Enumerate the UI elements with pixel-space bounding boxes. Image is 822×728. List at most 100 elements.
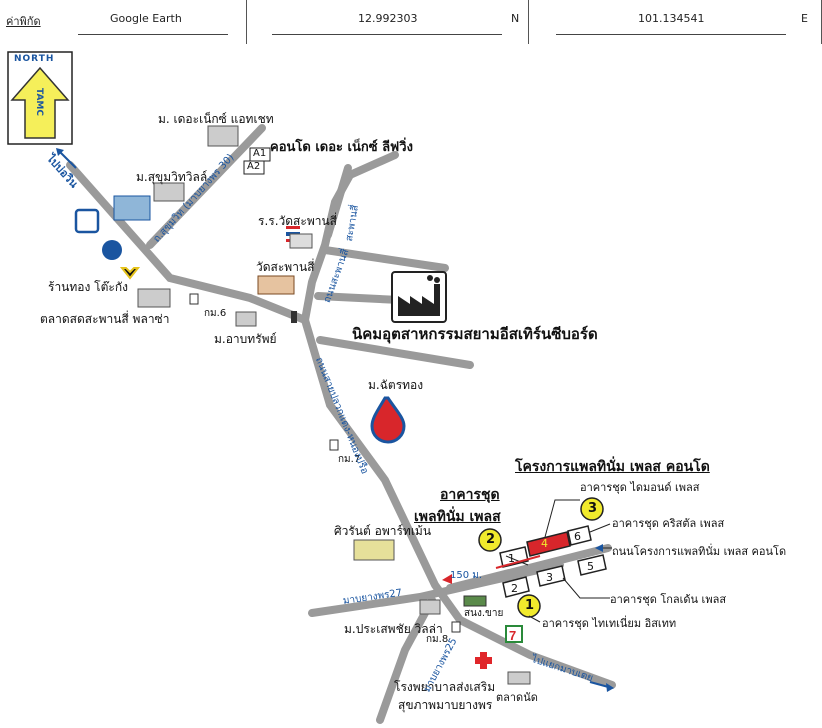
marker-3	[580, 497, 604, 521]
lat-dir: N	[511, 12, 520, 25]
label-gold-shop: ร้านทอง โต๊ะกัง	[48, 280, 128, 294]
road-east-2	[314, 292, 404, 304]
leader-platinum	[505, 555, 529, 566]
lon-value: 101.134541	[638, 12, 705, 25]
leader-golden	[562, 577, 610, 599]
leader-titanium	[528, 615, 541, 623]
building-2-number: 2	[511, 582, 518, 595]
house-sukhumvit-ville-icon	[153, 182, 185, 202]
house-next-attached-icon	[207, 125, 239, 147]
road-saphan-si-branch	[324, 164, 352, 239]
label-distance: 150 ม.	[450, 570, 483, 581]
label-project-title: โครงการแพลทินั่ม เพลส คอนโด	[515, 459, 710, 475]
traffic-light-icon	[291, 311, 297, 323]
label-temple: วัดสะพานสี่	[256, 260, 315, 274]
label-golden: อาคารชุด โกลเด้น เพลส	[610, 593, 727, 606]
marker-3-number: 3	[588, 501, 598, 516]
label-hospital-2: สุขภาพมาบยางพร	[398, 698, 493, 712]
label-km7: กม.7	[338, 454, 361, 465]
km7-post-icon	[329, 439, 339, 451]
label-chatthong: ม.ฉัตรทอง	[368, 378, 424, 392]
bank-2-icon	[102, 240, 122, 260]
marker-1-number: 1	[525, 598, 535, 613]
map-icons: 7	[74, 125, 531, 685]
gold-shop-icon	[119, 267, 141, 280]
lat-underline	[272, 34, 502, 35]
tamc-label: TAMC	[34, 88, 44, 116]
temple-icon	[257, 275, 295, 295]
label-crystal: อาคารชุด คริสตัล เพลส	[612, 517, 725, 530]
lon-dir: E	[801, 12, 808, 25]
apartment-icon	[113, 195, 151, 221]
svg-text:7: 7	[509, 628, 516, 643]
hospital-icon	[473, 650, 493, 670]
distance-arrow	[495, 555, 541, 569]
market-icon	[137, 288, 171, 308]
header-cell-source	[0, 0, 247, 44]
road-network	[66, 124, 616, 724]
lat-value: 12.992303	[358, 12, 418, 25]
label-titanium: อาคารชุด ไทเทเนี่ยม อิสเทท	[542, 617, 677, 630]
source-underline	[78, 34, 228, 35]
a1-label: A1	[253, 148, 267, 159]
building-2	[502, 576, 530, 598]
road-soi-next	[146, 124, 266, 249]
marker-2-number: 2	[486, 532, 496, 547]
bank-icon	[74, 208, 100, 234]
building-5-number: 5	[587, 560, 594, 573]
road-sukhumvit	[66, 161, 309, 324]
road-main	[301, 316, 616, 689]
project-road-arrowhead	[595, 544, 603, 552]
building-6-number: 6	[574, 530, 581, 543]
distance-arrowhead	[442, 574, 452, 584]
label-school: ร.ร.วัดสะพานสี่	[258, 214, 337, 228]
label-condo-next-living: คอนโด เดอะ เน็กซ์ ลีฟวิ่ง	[270, 140, 413, 155]
marker-group	[478, 497, 604, 618]
siwarin-building-icon	[353, 539, 395, 561]
building-4	[526, 531, 571, 557]
road-industrial	[316, 336, 474, 369]
building-6	[567, 525, 592, 546]
coord-label: ค่าพิกัด	[6, 15, 41, 28]
label-sukhumvit-ville: ม.สุขุมวิทวิลล์	[136, 170, 208, 184]
office-icon	[463, 595, 487, 607]
marker-1	[517, 594, 541, 618]
label-platinum-1: อาคารชุด	[440, 487, 500, 503]
leader-lines	[505, 499, 612, 623]
arrowhead-bowin	[56, 148, 64, 156]
road-mabyangporn25	[376, 596, 436, 724]
leader-diamond	[544, 499, 580, 538]
house-arbsap-icon	[235, 311, 257, 327]
label-next-attached: ม. เดอะเน็กซ์ แอทเชท	[158, 112, 274, 126]
convenience-store-icon: 7	[505, 625, 523, 643]
fuel-station-icon	[370, 396, 406, 444]
label-hospital-1: โรงพยาบาลส่งเสริม	[394, 680, 496, 694]
km8-post-icon	[451, 621, 461, 633]
label-prasertchai: ม.ประเสพชัย วิลล่า	[344, 622, 443, 636]
north-label: NORTH	[14, 54, 55, 64]
coord-source: Google Earth	[110, 12, 182, 25]
factory-icon	[391, 271, 447, 323]
label-project-road: ถนนโครงการแพลทินั่ม เพลส คอนโด	[612, 545, 787, 558]
label-market: ตลาดสดสะพานสี่ พลาซ่า	[40, 312, 170, 326]
label-platinum-2: เพลทินั่ม เพลส	[414, 509, 501, 525]
lon-underline	[556, 34, 786, 35]
building-1-number: 1	[508, 552, 515, 565]
school-icon	[289, 233, 313, 249]
building-4-number: 4	[541, 537, 548, 550]
road-project	[446, 544, 612, 592]
label-tessaban-office: สนง.ขาย	[464, 608, 504, 619]
label-km8: กม.8	[426, 634, 449, 645]
leader-crystal	[589, 523, 611, 533]
coordinate-header: ค่าพิกัด Google Earth 12.992303 N 101.13…	[0, 0, 822, 44]
label-diamond: อาคารชุด ไดมอนด์ เพลส	[580, 481, 700, 494]
header-cell-lat	[246, 0, 529, 44]
direction-arrows	[56, 148, 614, 692]
marker-2	[478, 528, 502, 552]
a2-label: A2	[247, 161, 261, 172]
label-industrial-estate: นิคมอุตสาหกรรมสยามอีสเทิร์นซีบอร์ด	[352, 325, 598, 343]
road-east-1	[321, 246, 449, 272]
house-prasertchai-icon	[419, 599, 441, 615]
building-3-number: 3	[546, 571, 553, 584]
label-market-nat: ตลาดนัด	[496, 691, 538, 704]
